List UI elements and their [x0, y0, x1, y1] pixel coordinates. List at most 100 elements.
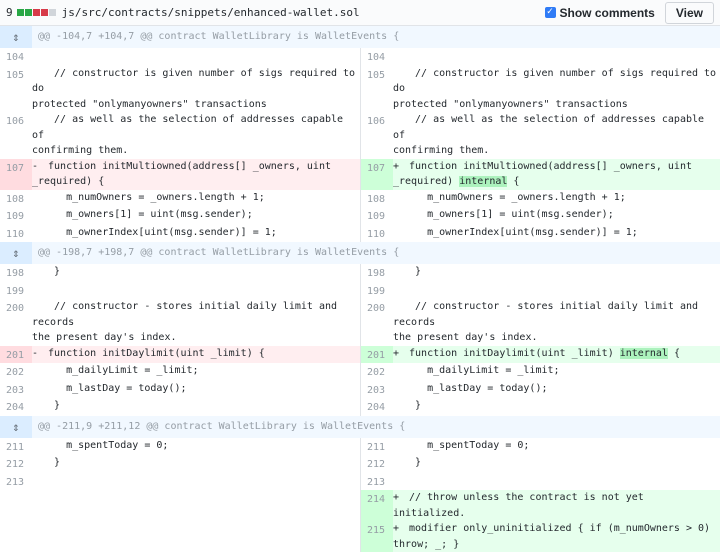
new-line-number[interactable]: 104 [367, 52, 386, 63]
new-code: m_spentToday = 0; [393, 438, 720, 456]
diff-row: 214+ // throw unless the contract is not… [0, 490, 720, 521]
diff-row: 106 // as well as the selection of addre… [0, 112, 720, 159]
view-button[interactable]: View [664, 1, 714, 24]
new-line-number[interactable]: 110 [367, 228, 386, 240]
old-line-number[interactable]: 200 [6, 303, 25, 314]
new-line-number[interactable]: 105 [367, 69, 386, 81]
left-side: 200 // constructor - stores initial dail… [0, 299, 360, 346]
hunk-header: ⇕ @@ -104,7 +104,7 @@ contract WalletLibr… [0, 26, 720, 48]
diff-row: 110 m_ownerIndex[uint(msg.sender)] = 1;1… [0, 224, 720, 243]
diff-row: 202 m_dailyLimit = _limit; 202 m_dailyLim… [0, 363, 720, 381]
old-code-text: m_lastDay = today(); [42, 382, 187, 394]
new-code: + // throw unless the contract is not ye… [393, 490, 720, 521]
new-code: + function initMultiowned(address[] _own… [393, 158, 720, 190]
old-code: } [32, 398, 360, 416]
diff-row: 108 m_numOwners = _owners.length + 1;108… [0, 189, 720, 208]
new-code: m_owners[1] = uint(msg.sender); [393, 207, 720, 225]
new-line-number[interactable]: 211 [367, 441, 386, 453]
right-side: 109 m_owners[1] = uint(msg.sender); [360, 207, 720, 225]
expand-icon[interactable]: ⇕ [0, 26, 32, 48]
diffstat: 9 [6, 6, 56, 19]
diff-row: 104 104 [0, 48, 720, 66]
addition-marker: + [393, 160, 400, 172]
new-code [393, 282, 720, 300]
old-code: - function initMultiowned(address[] _own… [32, 158, 360, 190]
diff-row: 198 }198 } [0, 264, 720, 282]
old-line-number[interactable]: 108 [6, 193, 25, 205]
old-line-number[interactable]: 104 [6, 52, 25, 63]
new-line-number[interactable]: 215 [361, 521, 393, 552]
new-line-number[interactable]: 214 [361, 490, 393, 521]
old-line-number[interactable]: 203 [6, 384, 25, 396]
new-line-number[interactable]: 200 [367, 303, 386, 314]
diff-row: 199 199 [0, 281, 720, 300]
old-line-number[interactable]: 202 [6, 367, 25, 378]
old-line-number[interactable]: 201 [0, 345, 32, 363]
old-line-number[interactable] [0, 490, 32, 521]
old-line-number[interactable]: 198 [6, 268, 25, 279]
old-code: m_numOwners = _owners.length + 1; [32, 190, 360, 208]
old-line-number[interactable] [0, 521, 32, 552]
new-line-number[interactable]: 109 [367, 211, 386, 222]
file-path[interactable]: js/src/contracts/snippets/enhanced-walle… [61, 6, 360, 19]
right-side: 107+ function initMultiowned(address[] _… [360, 158, 720, 190]
hunk-header-text: @@ -104,7 +104,7 @@ contract WalletLibra… [38, 31, 400, 42]
checkbox-checked-icon[interactable]: ✓ [544, 7, 556, 18]
new-code-text: m_dailyLimit = _limit; [403, 365, 560, 376]
old-line-number[interactable]: 110 [6, 228, 25, 240]
new-line-number[interactable]: 199 [367, 285, 386, 297]
left-side: 212 } [0, 455, 360, 473]
old-code-text: m_dailyLimit = _limit; [42, 365, 199, 376]
old-line-number[interactable]: 109 [6, 211, 25, 222]
expand-icon[interactable]: ⇕ [0, 415, 32, 438]
old-line-number[interactable]: 212 [6, 459, 25, 470]
old-code: m_owners[1] = uint(msg.sender); [32, 207, 360, 225]
new-line-number[interactable]: 108 [367, 193, 386, 205]
old-code: // constructor - stores initial daily li… [32, 299, 360, 346]
new-code-text: } [403, 400, 422, 411]
old-line-number[interactable]: 211 [6, 441, 25, 453]
old-line-number[interactable]: 199 [6, 285, 25, 297]
left-side: 211 m_spentToday = 0; [0, 438, 360, 456]
new-line-number[interactable]: 203 [367, 384, 386, 396]
old-line-number[interactable]: 105 [6, 69, 25, 81]
right-side: 201+ function initDaylimit(uint _limit) … [360, 345, 720, 363]
expand-icon[interactable]: ⇕ [0, 242, 32, 264]
left-side: 110 m_ownerIndex[uint(msg.sender)] = 1; [0, 225, 360, 243]
new-line-number[interactable]: 201 [361, 345, 393, 363]
new-line-number[interactable]: 212 [367, 459, 386, 470]
show-comments-label: Show comments [559, 5, 655, 20]
new-code: // constructor is given number of sigs r… [393, 66, 720, 113]
old-code-text: m_spentToday = 0; [42, 439, 169, 451]
addition-marker: + [393, 492, 400, 503]
right-side: 108 m_numOwners = _owners.length + 1; [360, 189, 720, 207]
new-line-number[interactable]: 202 [367, 367, 386, 378]
new-line-number[interactable]: 213 [367, 476, 386, 488]
left-side: 199 [0, 282, 360, 300]
diff-row: 213 213 [0, 472, 720, 490]
show-comments-toggle[interactable]: ✓ Show comments [544, 5, 655, 20]
right-side: 203 m_lastDay = today(); [360, 380, 720, 398]
old-line-number[interactable]: 204 [6, 402, 25, 413]
left-side: 203 m_lastDay = today(); [0, 381, 360, 399]
inline-change-highlight: internal [619, 347, 668, 359]
old-code-text: function initDaylimit(uint _limit) { [42, 347, 265, 359]
new-code-text: m_spentToday = 0; [403, 439, 530, 451]
old-line-number[interactable]: 213 [6, 476, 25, 488]
diff-row: 201- function initDaylimit(uint _limit) … [0, 345, 720, 363]
new-line-number[interactable]: 107 [361, 158, 393, 190]
new-code-text: function initMultiowned(address[] _owner… [393, 160, 692, 188]
old-code: - function initDaylimit(uint _limit) { [32, 345, 360, 363]
old-line-number[interactable]: 107 [0, 158, 32, 190]
addition-marker: + [393, 347, 400, 359]
diff-row: 105 // constructor is given number of si… [0, 65, 720, 113]
new-line-number[interactable]: 204 [367, 402, 386, 413]
right-side: 105 // constructor is given number of si… [360, 65, 720, 113]
right-side: 106 // as well as the selection of addre… [360, 112, 720, 159]
old-code: m_spentToday = 0; [32, 438, 360, 456]
new-line-number[interactable]: 106 [367, 116, 386, 127]
old-line-number[interactable]: 106 [6, 116, 25, 127]
hunk-header-text: @@ -211,9 +211,12 @@ contract WalletLibr… [38, 420, 406, 432]
new-line-number[interactable]: 198 [367, 268, 386, 279]
new-code-text: modifier only_uninitialized { if (m_numO… [393, 523, 711, 550]
